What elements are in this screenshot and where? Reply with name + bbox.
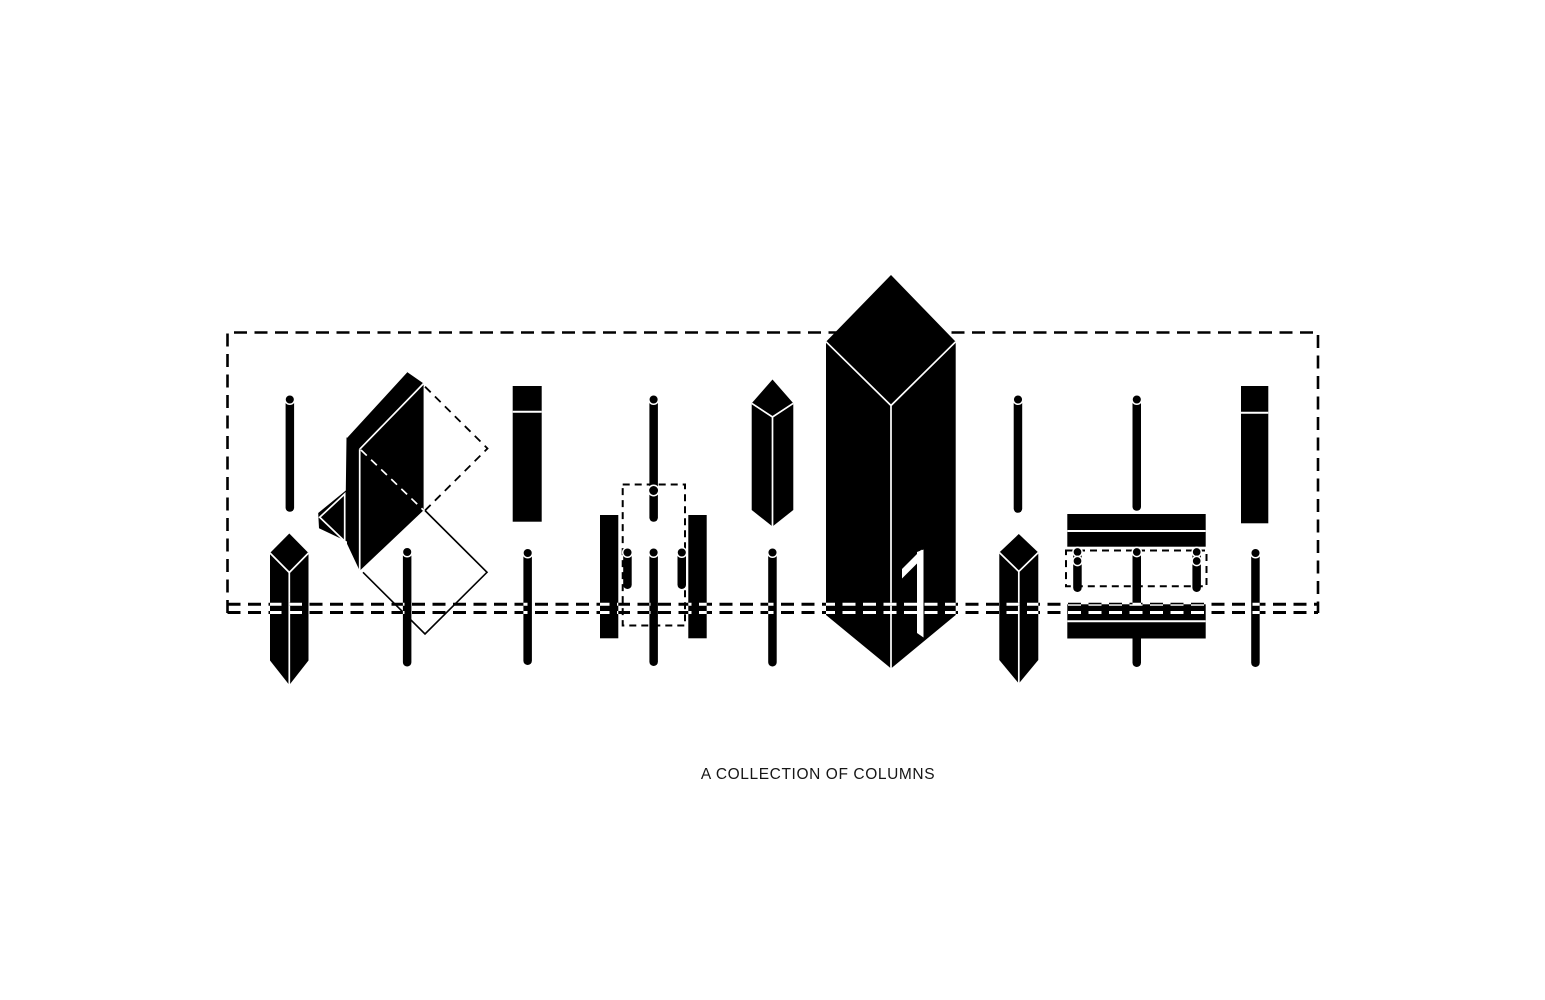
boundary-dashed-rectangle — [226, 331, 1320, 613]
pin-circle — [1249, 547, 1262, 559]
pin-circle — [648, 546, 660, 559]
pin-circle — [1131, 546, 1143, 558]
pin-circle — [676, 546, 688, 559]
hidden-edge-dashed-white — [360, 449, 425, 511]
pin-circle — [621, 546, 634, 559]
pin-circle — [401, 546, 413, 558]
pin-circle — [647, 484, 660, 497]
pin-circle — [1191, 555, 1203, 567]
pin-circle — [1072, 546, 1083, 558]
pin-circle — [1131, 393, 1143, 406]
pin-circle — [648, 393, 660, 406]
pin-circle — [522, 547, 534, 559]
pin-circle — [1191, 546, 1203, 558]
pin-joints — [284, 393, 1262, 567]
pin-circle — [284, 393, 296, 406]
pin-circle — [1072, 555, 1083, 567]
pin-circle — [766, 546, 779, 559]
white-edge-lines — [269, 341, 1269, 685]
pin-circle — [1012, 393, 1024, 406]
ground-lines-white-overlay — [227, 602, 1318, 614]
dashed-plan-diamond — [424, 386, 489, 512]
caption: A COLLECTION OF COLUMNS — [701, 766, 935, 783]
